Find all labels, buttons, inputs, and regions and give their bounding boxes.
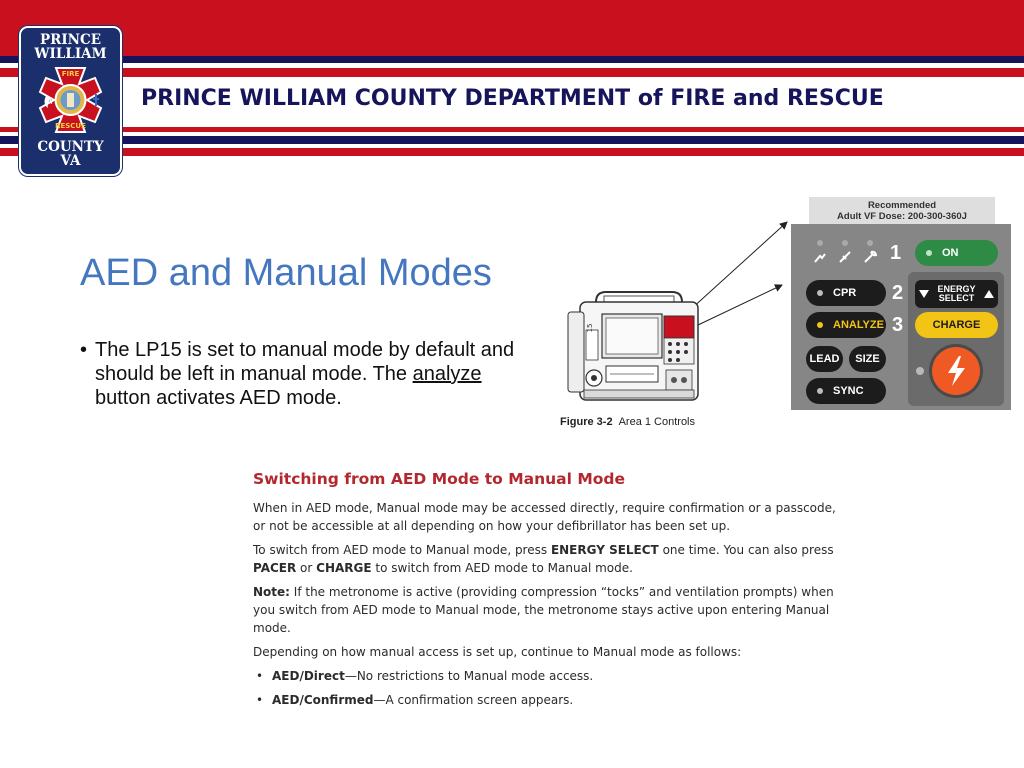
wrench-icon (864, 250, 878, 263)
up-arrow-icon (984, 290, 994, 298)
svg-text:RESCUE: RESCUE (55, 122, 86, 130)
slide-title: AED and Manual Modes (80, 252, 492, 294)
excerpt-paragraph: When in AED mode, Manual mode may be acc… (253, 501, 836, 533)
arrow-icon (697, 284, 783, 326)
size-button[interactable]: SIZE (849, 346, 886, 372)
badge-logo: PRINCE WILLIAM FIRE RESCUE COUNTY VA (21, 28, 120, 174)
excerpt-note: Note: If the metronome is active (provid… (253, 585, 834, 635)
lead-button[interactable]: LEAD (806, 346, 843, 372)
plug-icon (814, 253, 826, 263)
status-icons (814, 240, 878, 263)
svg-text:15: 15 (586, 324, 594, 333)
slide-bullet: • The LP15 is set to manual mode by defa… (80, 338, 525, 410)
badge-top-text: PRINCE WILLIAM (34, 32, 107, 62)
control-panel: 1 2 3 ON CPR ENERGY SELECT ANALYZE CHARG… (791, 224, 1011, 410)
shock-indicator (916, 367, 924, 375)
svg-text:FIRE: FIRE (62, 70, 80, 78)
defibrillator-icon: 15 (567, 291, 699, 401)
energy-select-button[interactable]: ENERGY SELECT (915, 280, 998, 308)
cpr-button[interactable]: CPR (806, 280, 886, 306)
lightning-icon (948, 356, 965, 386)
maltese-cross-icon: FIRE RESCUE (38, 67, 103, 133)
analyze-button[interactable]: ANALYZE (806, 312, 886, 338)
charge-button[interactable]: CHARGE (915, 312, 998, 338)
down-arrow-icon (919, 290, 929, 298)
shock-button[interactable] (932, 347, 980, 395)
bullet-mark: • (80, 339, 88, 361)
badge-bottom-text: COUNTY VA (37, 139, 104, 169)
manual-excerpt: Switching from AED Mode to Manual Mode W… (253, 470, 843, 715)
arrow-icon (689, 221, 788, 311)
star-of-life-icon (93, 94, 99, 106)
lp15-device-drawing: 15 (560, 290, 702, 414)
excerpt-list-item: •AED/Confirmed—A confirmation screen app… (256, 693, 574, 707)
excerpt-title: Switching from AED Mode to Manual Mode (253, 470, 626, 488)
recommended-dose-label: Recommended Adult VF Dose: 200-300-360J (809, 197, 995, 225)
bullet-text: The LP15 is set to manual mode by defaul… (95, 339, 515, 409)
excerpt-list-item: •AED/Direct—No restrictions to Manual mo… (256, 669, 594, 683)
battery-icon (839, 251, 851, 263)
panel-number-1: 1 (890, 242, 902, 264)
flame-icon (44, 96, 53, 108)
sync-button[interactable]: SYNC (806, 378, 886, 404)
department-title: PRINCE WILLIAM COUNTY DEPARTMENT of FIRE… (141, 86, 884, 111)
on-button[interactable]: ON (915, 240, 998, 266)
panel-number-3: 3 (892, 314, 904, 336)
excerpt-paragraph: To switch from AED mode to Manual mode, … (253, 543, 834, 575)
panel-number-2: 2 (892, 282, 904, 304)
excerpt-paragraph: Depending on how manual access is set up… (253, 645, 742, 659)
analyze-underlined: analyze (412, 363, 482, 385)
